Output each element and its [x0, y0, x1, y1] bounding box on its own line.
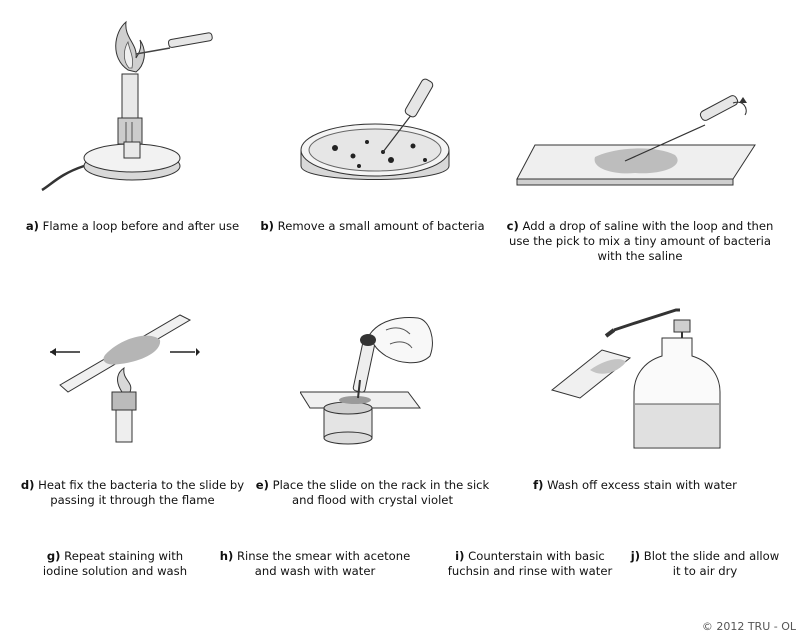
step-b-caption: b) Remove a small amount of bacteria [260, 219, 485, 233]
copyright-notice: © 2012 TRU - OL [701, 620, 796, 633]
petri-dish-illustration [300, 78, 450, 180]
bunsen-burner-illustration [41, 20, 213, 192]
step-e-caption: e) Place the slide on the rack in the si… [255, 478, 490, 507]
wash-bottle-illustration [550, 308, 721, 449]
step-d-caption: d) Heat fix the bacteria to the slide by… [20, 478, 245, 507]
step-a-caption: a) Flame a loop before and after use [25, 219, 240, 233]
step-g-caption: g) Repeat staining with iodine solution … [42, 549, 188, 578]
step-f-caption: f) Wash off excess stain with water [533, 478, 737, 492]
slide-saline-illustration [516, 95, 756, 186]
staining-rack-illustration [300, 317, 433, 445]
heat-fix-illustration [50, 314, 200, 443]
step-j-caption: j) Blot the slide and allow it to air dr… [630, 549, 780, 578]
step-h-caption: h) Rinse the smear with acetone and wash… [219, 549, 411, 578]
step-i-caption: i) Counterstain with basic fuchsin and r… [447, 549, 613, 578]
step-c-caption: c) Add a drop of saline with the loop an… [506, 219, 774, 263]
